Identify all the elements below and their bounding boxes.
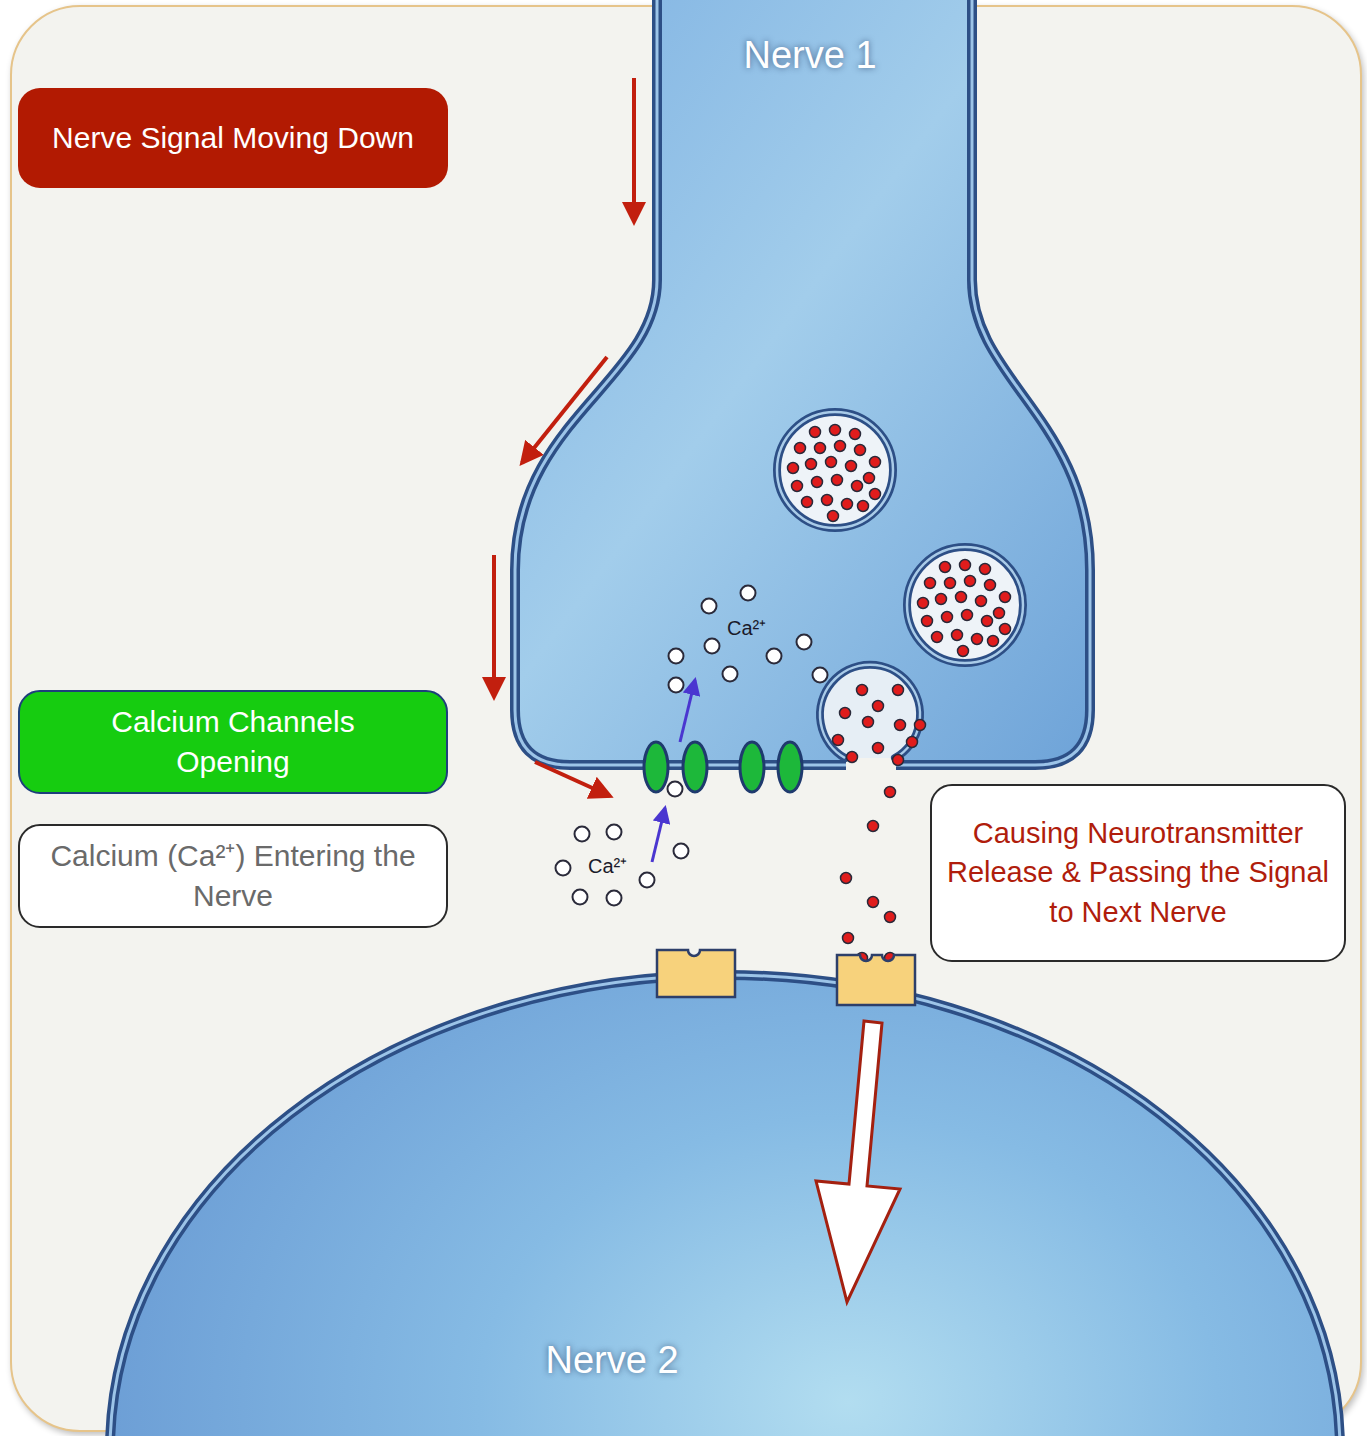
calcium-box: Calcium (Ca²⁺) Entering the Nerve bbox=[18, 824, 448, 928]
fusing-vesicle bbox=[820, 665, 920, 758]
vesicle bbox=[918, 560, 1011, 657]
signal-box: Nerve Signal Moving Down bbox=[18, 88, 448, 188]
nerve-membrane-inner bbox=[110, 975, 1340, 1436]
vesicle bbox=[777, 412, 893, 528]
fusing-vesicle bbox=[907, 737, 918, 748]
vesicle bbox=[907, 547, 1023, 663]
calcium-ion bbox=[723, 667, 738, 682]
calcium-ion bbox=[705, 639, 720, 654]
calcium-ion bbox=[668, 782, 683, 797]
calcium-ion bbox=[741, 586, 756, 601]
fusing-vesicle bbox=[846, 754, 896, 776]
fusing-vesicle bbox=[820, 665, 920, 758]
receptor bbox=[657, 950, 915, 1005]
calcium-ion bbox=[607, 825, 622, 840]
released-neurotransmitter bbox=[843, 933, 854, 944]
calcium-channel bbox=[778, 742, 802, 792]
fusing-vesicle bbox=[915, 720, 926, 731]
vesicle bbox=[777, 412, 893, 528]
calcium-ion bbox=[702, 599, 717, 614]
released-neurotransmitter bbox=[885, 953, 896, 964]
fusing-vesicle bbox=[893, 685, 904, 696]
box-text: Calcium Channels Opening bbox=[80, 702, 386, 783]
calcium-channel bbox=[740, 742, 764, 792]
signal-transfer-arrow bbox=[816, 1021, 900, 1302]
released-neurotransmitter bbox=[841, 787, 896, 964]
vesicle bbox=[777, 412, 893, 528]
calcium-channel bbox=[644, 742, 668, 792]
calcium-ion bbox=[556, 586, 828, 906]
fusing-vesicle bbox=[847, 752, 858, 763]
fusing-vesicle bbox=[820, 665, 920, 758]
released-neurotransmitter bbox=[868, 897, 879, 908]
fusing-vesicle bbox=[840, 708, 851, 719]
nerve-shape bbox=[505, 0, 1100, 775]
calcium-ion bbox=[767, 649, 782, 664]
nerve-membrane bbox=[110, 975, 1340, 1436]
calcium-ion bbox=[640, 873, 655, 888]
nerve-membrane-inner bbox=[515, 0, 1090, 765]
calcium-ion bbox=[813, 668, 828, 683]
fusing-vesicle bbox=[833, 735, 844, 746]
channel-box: Calcium Channels Opening bbox=[18, 690, 448, 794]
nerve-membrane bbox=[515, 0, 1090, 765]
box-text: Nerve Signal Moving Down bbox=[52, 118, 414, 159]
vesicle bbox=[788, 425, 881, 522]
released-neurotransmitter bbox=[868, 821, 879, 832]
released-neurotransmitter bbox=[885, 787, 896, 798]
fusing-vesicle bbox=[873, 743, 884, 754]
released-neurotransmitter bbox=[841, 873, 852, 884]
nerve-label: Nerve 2 bbox=[462, 1339, 762, 1382]
calcium-ion bbox=[674, 844, 689, 859]
fusing-vesicle bbox=[833, 685, 926, 766]
calcium-ion bbox=[575, 827, 590, 842]
calcium-channel bbox=[683, 742, 707, 792]
influx-arrows bbox=[680, 680, 695, 742]
calcium-ion bbox=[669, 678, 684, 693]
fusing-vesicle bbox=[863, 717, 874, 728]
vesicle bbox=[907, 547, 1023, 663]
signal-arrows bbox=[535, 762, 610, 796]
box-text: Causing Neurotransmitter Release & Passi… bbox=[944, 814, 1332, 931]
influx-arrows bbox=[652, 680, 695, 862]
presynaptic-nerve: Nerve 1 bbox=[505, 0, 1100, 775]
calcium-channel bbox=[644, 742, 802, 792]
released-neurotransmitter bbox=[885, 912, 896, 923]
calcium-ion bbox=[556, 861, 571, 876]
fusing-vesicle bbox=[893, 755, 904, 766]
fusing-vesicle bbox=[873, 701, 884, 712]
ion-label: Ca²⁺ bbox=[588, 852, 627, 879]
fusing-vesicle bbox=[895, 720, 906, 731]
receptor bbox=[657, 950, 735, 997]
influx-arrows bbox=[652, 808, 665, 862]
nerve-shape bbox=[100, 965, 1367, 1436]
box-text: Calcium (Ca²⁺) Entering the Nerve bbox=[50, 836, 416, 917]
signal-arrows bbox=[632, 78, 636, 222]
signal-arrows bbox=[494, 78, 634, 796]
vesicle bbox=[907, 547, 1023, 663]
release-box: Causing Neurotransmitter Release & Passi… bbox=[930, 784, 1346, 962]
calcium-ion bbox=[607, 891, 622, 906]
fusing-vesicle bbox=[820, 665, 926, 776]
receptor bbox=[837, 955, 915, 1005]
nerve-label: Nerve 1 bbox=[665, 34, 955, 77]
signal-arrows bbox=[492, 555, 496, 697]
postsynaptic-nerve: Nerve 2 bbox=[100, 965, 1367, 1436]
released-neurotransmitter bbox=[857, 953, 868, 964]
calcium-ion bbox=[573, 890, 588, 905]
calcium-ion bbox=[797, 635, 812, 650]
signal-arrows bbox=[522, 357, 607, 463]
calcium-ion bbox=[669, 649, 684, 664]
fusing-vesicle bbox=[857, 685, 868, 696]
ion-label: Ca²⁺ bbox=[727, 614, 766, 641]
